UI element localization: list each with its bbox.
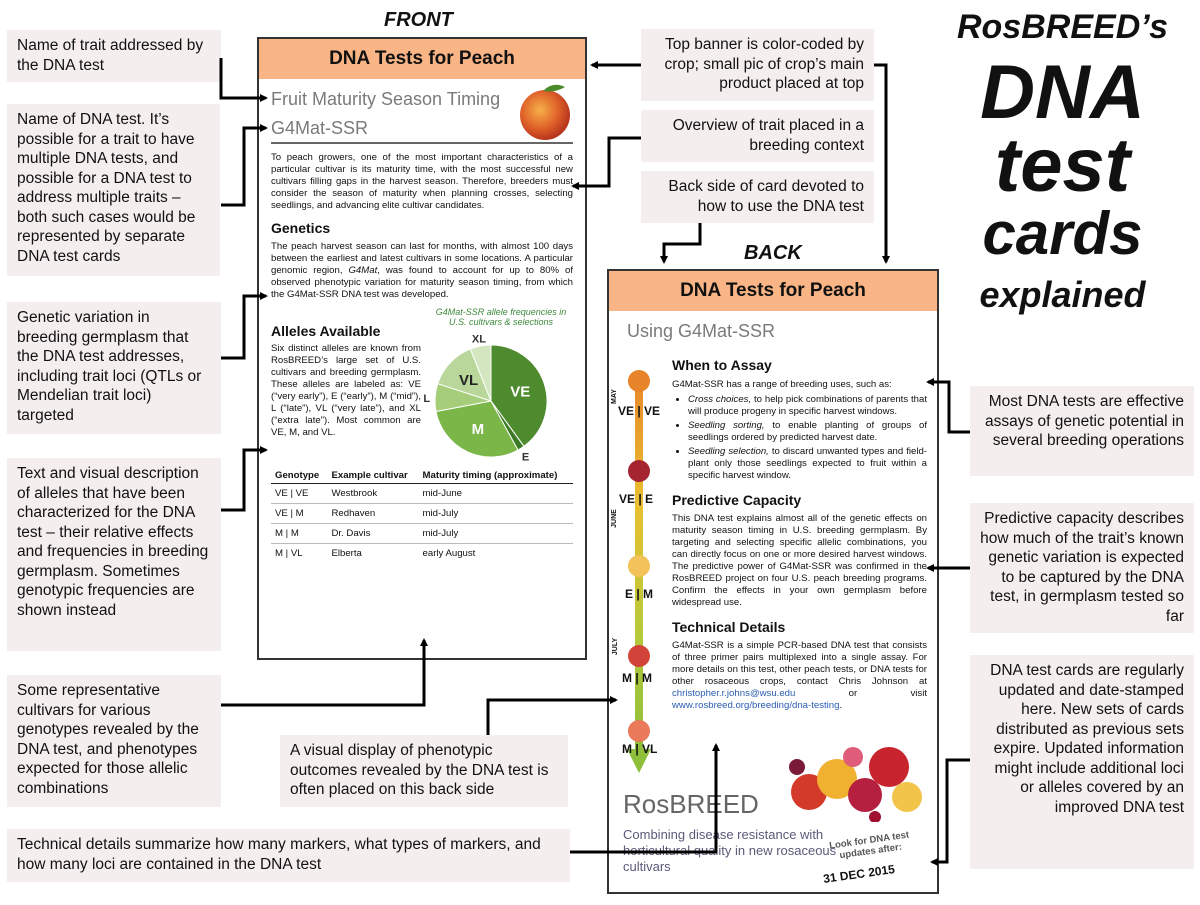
arrow — [660, 223, 702, 264]
note-overview: Overview of trait placed in a breeding c… — [641, 110, 874, 162]
when-intro: G4Mat-SSR has a range of breeding uses, … — [672, 379, 892, 390]
note-assays: Most DNA tests are effective assays of g… — [970, 386, 1194, 476]
pie-slice — [490, 344, 548, 448]
note-updated: DNA test cards are regularly updated and… — [970, 655, 1194, 869]
front-header: FRONT — [384, 9, 453, 31]
fruit-collage-image — [789, 747, 922, 822]
arrow — [874, 63, 890, 264]
pie-label: M — [472, 421, 485, 438]
peach-icon — [628, 370, 650, 392]
note-alleles: Text and visual description of alleles t… — [7, 458, 221, 651]
list-item: Cross choices, to help pick combinations… — [688, 394, 927, 418]
arrow — [221, 292, 268, 360]
alleles-text: Six distinct alleles are known from RosB… — [271, 343, 421, 438]
using-title: Using G4Mat-SSR — [627, 321, 776, 341]
arrow — [930, 758, 970, 866]
title-line-5: explained — [979, 274, 1146, 315]
pie-caption: G4Mat-SSR allele frequencies in U.S. cul… — [435, 307, 567, 327]
arrow — [221, 124, 268, 207]
list-item: Seedling sorting, to enable planting of … — [688, 420, 927, 444]
pie-slice — [435, 400, 519, 458]
peach-icon — [628, 555, 650, 577]
genetics-text: The peach harvest season can last for mo… — [271, 241, 573, 300]
genotype-label: M | M — [622, 671, 653, 685]
peach-icon — [628, 645, 650, 667]
note-cultivars: Some representative cultivars for variou… — [7, 675, 221, 807]
title-line-3: test — [994, 123, 1131, 208]
website-link[interactable]: www.rosbreed.org/breeding/dna-testing — [672, 700, 840, 711]
pie-slice — [469, 344, 492, 402]
note-visual-display: A visual display of phenotypic outcomes … — [280, 735, 568, 807]
genetics-heading: Genetics — [271, 220, 331, 236]
trait-name: Fruit Maturity Season Timing — [271, 89, 501, 109]
arrow — [571, 136, 641, 190]
arrow — [221, 446, 268, 512]
test-name: G4Mat-SSR — [271, 118, 573, 144]
rosbreed-logo: RosBREED — [623, 789, 759, 819]
pie-label: VE — [510, 383, 530, 400]
note-test-name: Name of DNA test. It’s possible for a tr… — [7, 104, 220, 276]
technical-text: G4Mat-SSR is a simple PCR-based DNA test… — [672, 640, 927, 711]
maturity-timeline — [627, 370, 651, 773]
contact-email-link[interactable]: christopher.r.johns@wsu.edu — [672, 688, 796, 699]
technical-heading: Technical Details — [672, 619, 786, 635]
tagline: Combining disease resistance with hortic… — [623, 827, 837, 874]
back-header: BACK — [744, 242, 802, 264]
genotype-label: VE | E — [619, 492, 654, 506]
predictive-text: This DNA test explains almost all of the… — [672, 513, 927, 608]
note-genetic-variation: Genetic variation in breeding germplasm … — [7, 302, 221, 434]
arrow — [570, 743, 720, 854]
front-banner: DNA Tests for Peach — [259, 39, 585, 79]
arrow — [219, 58, 268, 102]
peach-icon — [520, 84, 570, 140]
peach-icon — [628, 460, 650, 482]
note-technical: Technical details summarize how many mar… — [7, 829, 570, 882]
allele-pie-chart: VE E M L VL XL — [423, 334, 548, 463]
pie-label: L — [423, 393, 430, 405]
when-heading: When to Assay — [672, 357, 772, 373]
genotype-table: Genotype Example cultivar Maturity timin… — [271, 468, 573, 563]
title-line-2: DNA — [980, 50, 1145, 135]
trait-overview: To peach growers, one of the most import… — [271, 152, 573, 211]
arrow — [486, 696, 618, 735]
note-predictive: Predictive capacity describes how much o… — [970, 503, 1194, 633]
title-line-4: cards — [982, 200, 1143, 267]
genotype-label: VE | VE — [618, 404, 661, 418]
note-banner: Top banner is color-coded by crop; small… — [641, 29, 874, 101]
front-card: DNA Tests for Peach Fruit Maturity Seaso… — [257, 37, 587, 660]
genotype-label: M | VL — [622, 742, 658, 756]
back-card: DNA Tests for Peach Using G4Mat-SSR MAY … — [607, 269, 939, 894]
note-trait-name: Name of trait addressed by the DNA test — [7, 30, 221, 82]
back-banner: DNA Tests for Peach — [609, 271, 937, 311]
note-back-side: Back side of card devoted to how to use … — [641, 171, 874, 223]
arrow — [926, 378, 970, 434]
peach-icon — [628, 720, 650, 742]
genotype-label: E | M — [625, 587, 654, 601]
pie-label: VL — [459, 372, 478, 389]
title-line-1: RosBREED’s — [957, 8, 1168, 46]
pie-label: E — [522, 451, 529, 463]
alleles-heading: Alleles Available — [271, 323, 381, 339]
uses-list: Cross choices, to help pick combinations… — [672, 394, 927, 482]
arrow — [221, 638, 428, 707]
list-item: Seedling selection, to discard unwanted … — [688, 446, 927, 482]
pie-label: XL — [472, 334, 486, 346]
predictive-heading: Predictive Capacity — [672, 492, 802, 508]
